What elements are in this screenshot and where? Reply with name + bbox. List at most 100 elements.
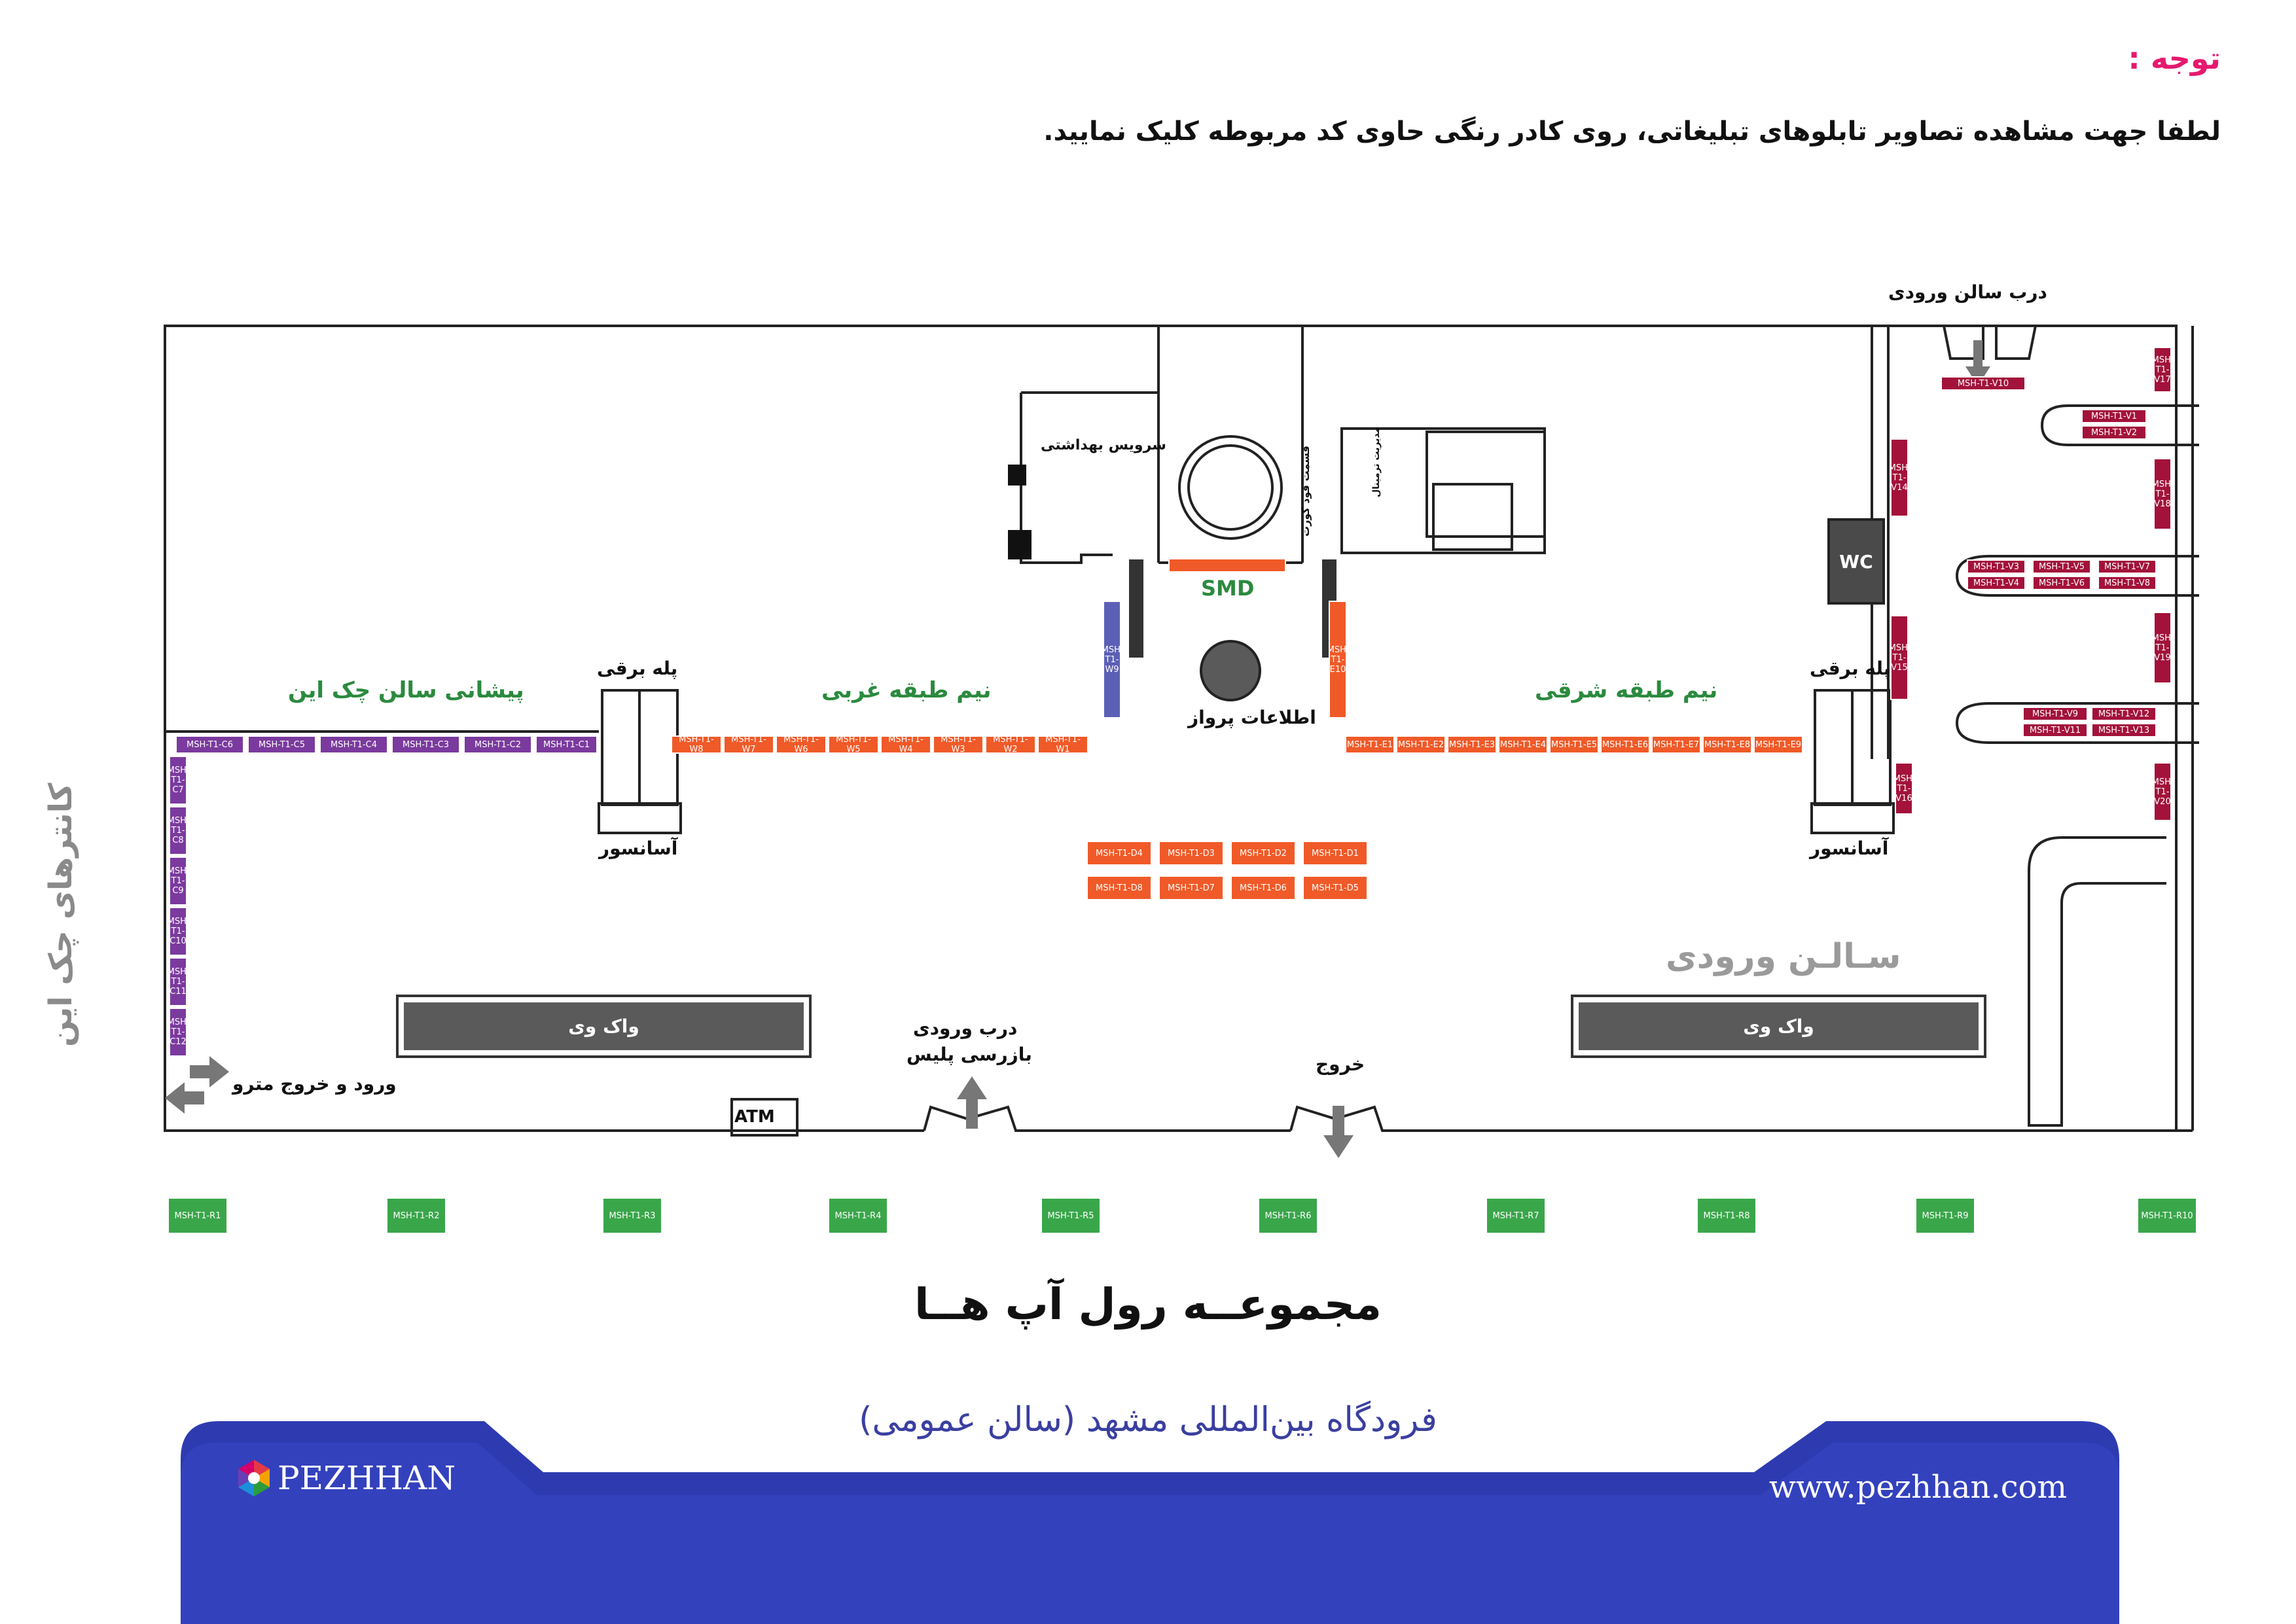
ad-board[interactable]: MSH-T1-V5: [2032, 559, 2091, 574]
ad-board[interactable]: MSH-T1-V17: [2153, 347, 2172, 393]
ad-board[interactable]: MSH-T1-E7: [1651, 735, 1701, 754]
ad-board[interactable]: MSH-T1-E4: [1498, 735, 1548, 754]
ad-board[interactable]: MSH-T1-V3: [1967, 559, 2026, 574]
escalator-west-label: پله برقی: [597, 658, 678, 679]
ad-board[interactable]: MSH-T1-W3: [933, 735, 984, 754]
footer-band: [181, 1421, 2119, 1624]
wc-label: WC: [1839, 550, 1873, 573]
east-mezzanine-label: نیم طبقه شرقی: [1535, 677, 1718, 703]
smd-label: SMD: [1201, 576, 1255, 601]
elevator-east-label: آسانسور: [1810, 838, 1889, 859]
ad-board[interactable]: MSH-T1-C11: [169, 957, 187, 1006]
ad-board[interactable]: MSH-T1-V18: [2153, 458, 2172, 530]
smd-board[interactable]: [1168, 558, 1286, 573]
exit-label: خروج: [1316, 1053, 1365, 1075]
pezhhan-logo-icon: [238, 1460, 270, 1496]
ad-board[interactable]: MSH-T1-D7: [1158, 875, 1224, 900]
ad-board[interactable]: MSH-T1-E8: [1702, 735, 1752, 754]
walkway-east-label: واک وی: [1579, 1002, 1979, 1050]
ad-board[interactable]: MSH-T1-E9: [1753, 735, 1803, 754]
rollup-board[interactable]: MSH-T1-R8: [1696, 1197, 1757, 1234]
notice-title: توجه :: [2128, 41, 2221, 76]
rollup-board[interactable]: MSH-T1-R5: [1041, 1197, 1101, 1234]
ad-board[interactable]: MSH-T1-V10: [1941, 376, 2026, 391]
ad-board[interactable]: MSH-T1-W9: [1103, 601, 1121, 718]
ad-board[interactable]: MSH-T1-V16: [1895, 762, 1913, 815]
ad-board[interactable]: MSH-T1-C2: [463, 735, 532, 754]
ad-board[interactable]: MSH-T1-D8: [1086, 875, 1152, 900]
ad-board[interactable]: MSH-T1-V4: [1967, 576, 2026, 590]
checkin-front-label: پیشانی سالن چک این: [288, 677, 524, 703]
police-door-label-1: درب ورودی: [913, 1017, 1018, 1039]
ad-board[interactable]: MSH-T1-V11: [2022, 723, 2088, 737]
terminal-office-label: مدیریت ترمینال: [1371, 427, 1382, 497]
ad-board[interactable]: MSH-T1-V15: [1890, 615, 1909, 700]
ad-board[interactable]: MSH-T1-E3: [1447, 735, 1497, 754]
ad-board[interactable]: MSH-T1-C9: [169, 856, 187, 906]
ad-board[interactable]: MSH-T1-D2: [1230, 841, 1296, 866]
wc-block: WC: [1827, 518, 1885, 605]
ad-board[interactable]: MSH-T1-V6: [2032, 576, 2091, 590]
ad-board[interactable]: MSH-T1-D4: [1086, 841, 1152, 866]
ad-board[interactable]: MSH-T1-C3: [391, 735, 460, 754]
rollup-board[interactable]: MSH-T1-R9: [1915, 1197, 1975, 1234]
walkway-west: واک وی: [396, 995, 812, 1058]
escalator-east-label: پله برقی: [1810, 658, 1891, 679]
ad-board[interactable]: MSH-T1-C12: [169, 1008, 187, 1057]
ad-board[interactable]: MSH-T1-D1: [1302, 841, 1368, 866]
ad-board[interactable]: MSH-T1-V9: [2022, 707, 2088, 721]
ad-board[interactable]: MSH-T1-V14: [1890, 438, 1909, 517]
ad-board[interactable]: MSH-T1-E1: [1345, 735, 1395, 754]
ad-board[interactable]: MSH-T1-V2: [2081, 425, 2147, 440]
rollup-board[interactable]: MSH-T1-R10: [2137, 1197, 2197, 1234]
ad-board[interactable]: MSH-T1-C8: [169, 806, 187, 855]
ad-board[interactable]: MSH-T1-E5: [1549, 735, 1599, 754]
ad-board[interactable]: MSH-T1-W4: [880, 735, 931, 754]
ad-board[interactable]: MSH-T1-D6: [1230, 875, 1296, 900]
ad-board[interactable]: MSH-T1-E2: [1396, 735, 1446, 754]
ad-board[interactable]: MSH-T1-W5: [828, 735, 879, 754]
ad-board[interactable]: MSH-T1-V20: [2153, 762, 2172, 821]
metro-label: ورود و خروج مترو: [232, 1073, 397, 1095]
walkway-west-label: واک وی: [404, 1002, 804, 1050]
ad-board[interactable]: MSH-T1-C1: [535, 735, 598, 754]
rollup-board[interactable]: MSH-T1-R4: [828, 1197, 888, 1234]
sanitary-label: سرویس بهداشتی: [1041, 437, 1166, 453]
rollup-board[interactable]: MSH-T1-R7: [1486, 1197, 1546, 1234]
food-court-label: قسمت فود کورت: [1299, 446, 1312, 537]
atm-label: ATM: [734, 1107, 775, 1127]
walkway-east: واک وی: [1571, 995, 1986, 1058]
ad-board[interactable]: MSH-T1-W6: [776, 735, 827, 754]
rollup-board[interactable]: MSH-T1-R1: [168, 1197, 228, 1234]
ad-board[interactable]: MSH-T1-C7: [169, 756, 187, 805]
ad-board[interactable]: MSH-T1-C10: [169, 907, 187, 956]
ad-board[interactable]: MSH-T1-C4: [319, 735, 388, 754]
pezhhan-logo: PEZHHAN: [236, 1459, 456, 1497]
notice-text: لطفا جهت مشاهده تصاویر تابلوهای تبلیغاتی…: [1043, 116, 2221, 147]
ad-board[interactable]: MSH-T1-E6: [1600, 735, 1650, 754]
ad-board[interactable]: MSH-T1-D5: [1302, 875, 1368, 900]
location-title: فرودگاه بین‌المللی مشهد (سالن عمومی): [859, 1400, 1437, 1439]
logo-text: PEZHHAN: [278, 1459, 456, 1497]
entrance-hall-door-label: درب سالن ورودی: [1888, 281, 2047, 303]
ad-board[interactable]: MSH-T1-W1: [1037, 735, 1088, 754]
ad-board[interactable]: MSH-T1-C6: [175, 735, 244, 754]
rollup-board[interactable]: MSH-T1-R6: [1258, 1197, 1318, 1234]
ad-board[interactable]: MSH-T1-E10: [1329, 601, 1347, 718]
ad-board[interactable]: MSH-T1-W2: [985, 735, 1036, 754]
ad-board[interactable]: MSH-T1-W8: [671, 735, 722, 754]
ad-board[interactable]: MSH-T1-W7: [723, 735, 774, 754]
flight-info-label: اطلاعات پرواز: [1188, 707, 1316, 728]
ad-board[interactable]: MSH-T1-V1: [2081, 409, 2147, 423]
ad-board[interactable]: MSH-T1-V19: [2153, 612, 2172, 684]
ad-board[interactable]: MSH-T1-C5: [247, 735, 316, 754]
ad-board[interactable]: MSH-T1-D3: [1158, 841, 1224, 866]
ad-board[interactable]: MSH-T1-V7: [2098, 559, 2157, 574]
ad-board[interactable]: MSH-T1-V12: [2091, 707, 2157, 721]
rollup-board[interactable]: MSH-T1-R3: [602, 1197, 662, 1234]
ad-board[interactable]: MSH-T1-V13: [2091, 723, 2157, 737]
ad-board[interactable]: MSH-T1-V8: [2098, 576, 2157, 590]
rollup-board[interactable]: MSH-T1-R2: [386, 1197, 446, 1234]
website-link[interactable]: www.pezhhan.com: [1768, 1469, 2067, 1506]
